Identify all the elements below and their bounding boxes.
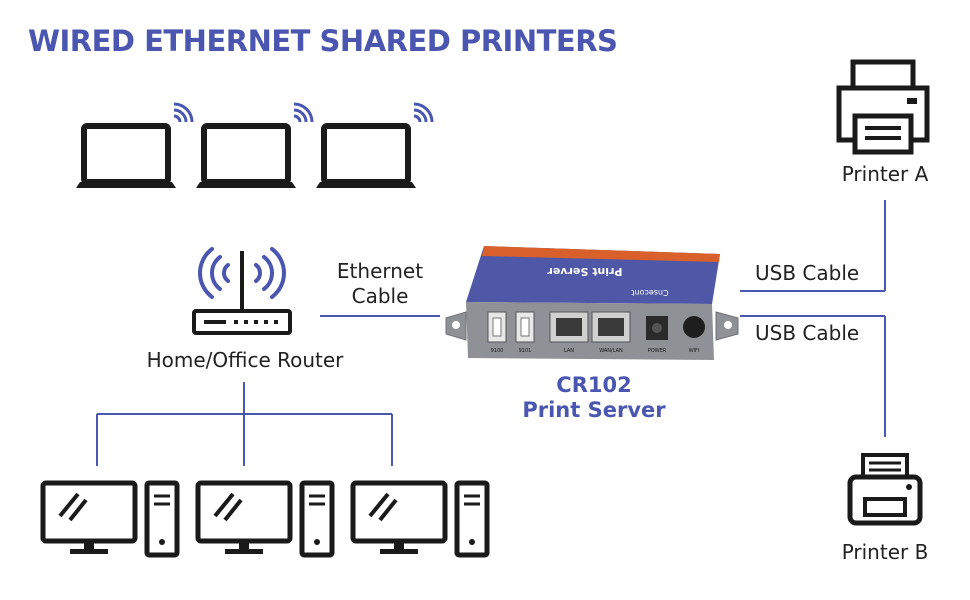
port-label: POWER [648,348,667,354]
print-server-top-text: Cnsecont Print Server [547,265,669,297]
print-server-port-labels: 9100 9101 LAN WAN/LAN POWER WIFI [491,348,700,354]
desktop-pc-icon [195,480,335,558]
usb-cable-b-label: USB Cable [755,321,860,345]
device-type: Print Server [522,398,666,422]
device-caption: CR102 Print Server [494,373,694,423]
ethernet-cable-label: Ethernet Cable [320,259,440,309]
router-icon [192,247,292,335]
ethernet-cable-label-line1: Ethernet [336,259,424,283]
port-label: LAN [564,348,574,354]
usb-cable-a-label: USB Cable [755,261,860,285]
desktop-pc-icon [350,480,490,558]
device-model: CR102 [556,373,632,397]
laptop-wifi-icon [196,102,314,188]
port-label: WIFI [689,348,700,354]
desktop-pc-icon [40,480,180,558]
printer-icon [847,453,923,526]
port-label: WAN/LAN [599,348,623,354]
router-label: Home/Office Router [146,348,344,372]
printer-b-label: Printer B [841,540,929,564]
port-label: 9100 [491,348,504,354]
print-server-device [445,246,739,360]
printer-icon [836,59,930,155]
port-label: 9101 [519,348,532,354]
device-product: Print Server [547,265,623,278]
connection-lines [96,200,886,466]
page-title: WIRED ETHERNET SHARED PRINTERS [28,24,618,58]
printer-a-label: Printer A [841,162,929,186]
laptop-wifi-icon [76,102,194,188]
laptop-wifi-icon [316,102,434,188]
ethernet-cable-label-line2: Cable [351,284,409,308]
device-brand: Cnsecont [631,288,668,297]
